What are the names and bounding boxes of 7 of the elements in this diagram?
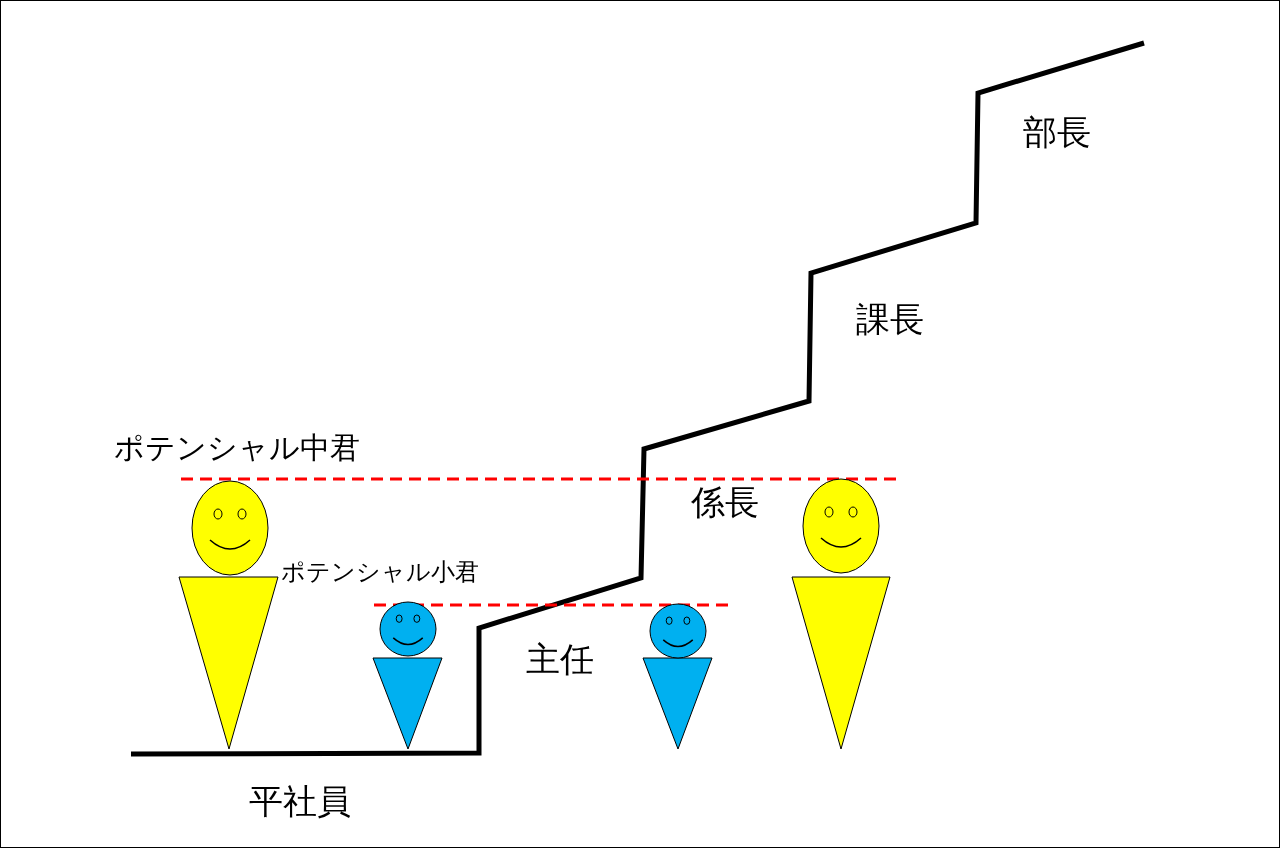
figure-name: ポテンシャル中君 (114, 431, 360, 464)
rank-label: 部長 (1023, 114, 1091, 152)
rank-label: 係長 (691, 484, 759, 522)
rank-label: 平社員 (249, 783, 351, 821)
figure-name: ポテンシャル小君 (281, 559, 479, 586)
rank-label: 主任 (526, 641, 594, 679)
rank-label: 課長 (856, 301, 924, 339)
